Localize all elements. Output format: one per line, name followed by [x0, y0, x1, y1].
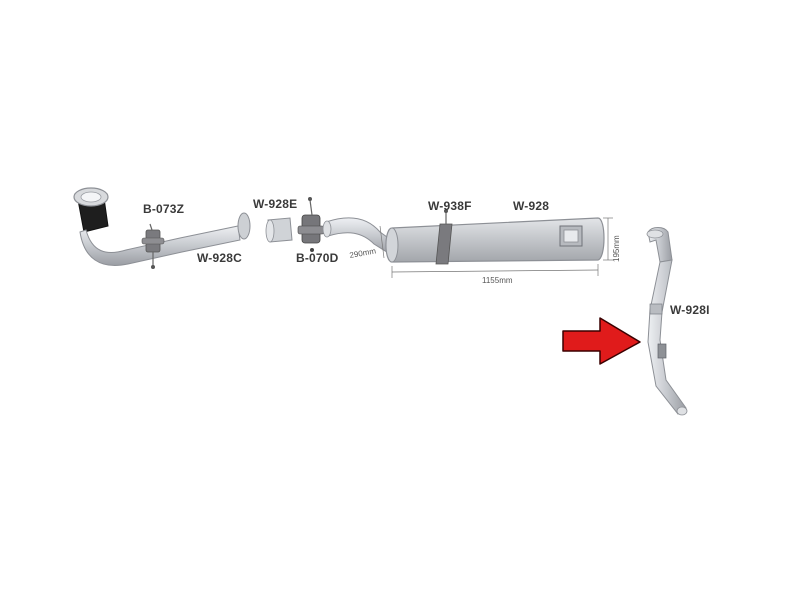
height-dimension-label: 195mm [612, 235, 621, 262]
front-pipe [73, 187, 251, 269]
label-w928: W-928 [513, 199, 549, 213]
label-b073z: B-073Z [143, 202, 184, 216]
dimension-height: 195mm [603, 217, 621, 262]
label-b070d: B-070D [296, 251, 339, 265]
label-w928e: W-928E [253, 197, 297, 211]
clamp-b070d [297, 197, 325, 252]
label-w928c: W-928C [197, 251, 242, 265]
dimension-length: 1155mm [391, 264, 599, 285]
hanger-w938f [435, 209, 453, 265]
length-dimension-label: 1155mm [482, 276, 513, 285]
tail-pipe-w928i [646, 227, 688, 416]
clamp-b073z [141, 223, 165, 269]
muffler-outlet [559, 225, 583, 247]
pipe-dimension-label: 290mm [349, 246, 377, 260]
muffler-w928 [385, 209, 605, 265]
label-w928i: W-928I [670, 303, 710, 317]
label-w938f: W-938F [428, 199, 472, 213]
gasket-w928e [265, 217, 293, 243]
red-arrow-icon [562, 317, 641, 365]
